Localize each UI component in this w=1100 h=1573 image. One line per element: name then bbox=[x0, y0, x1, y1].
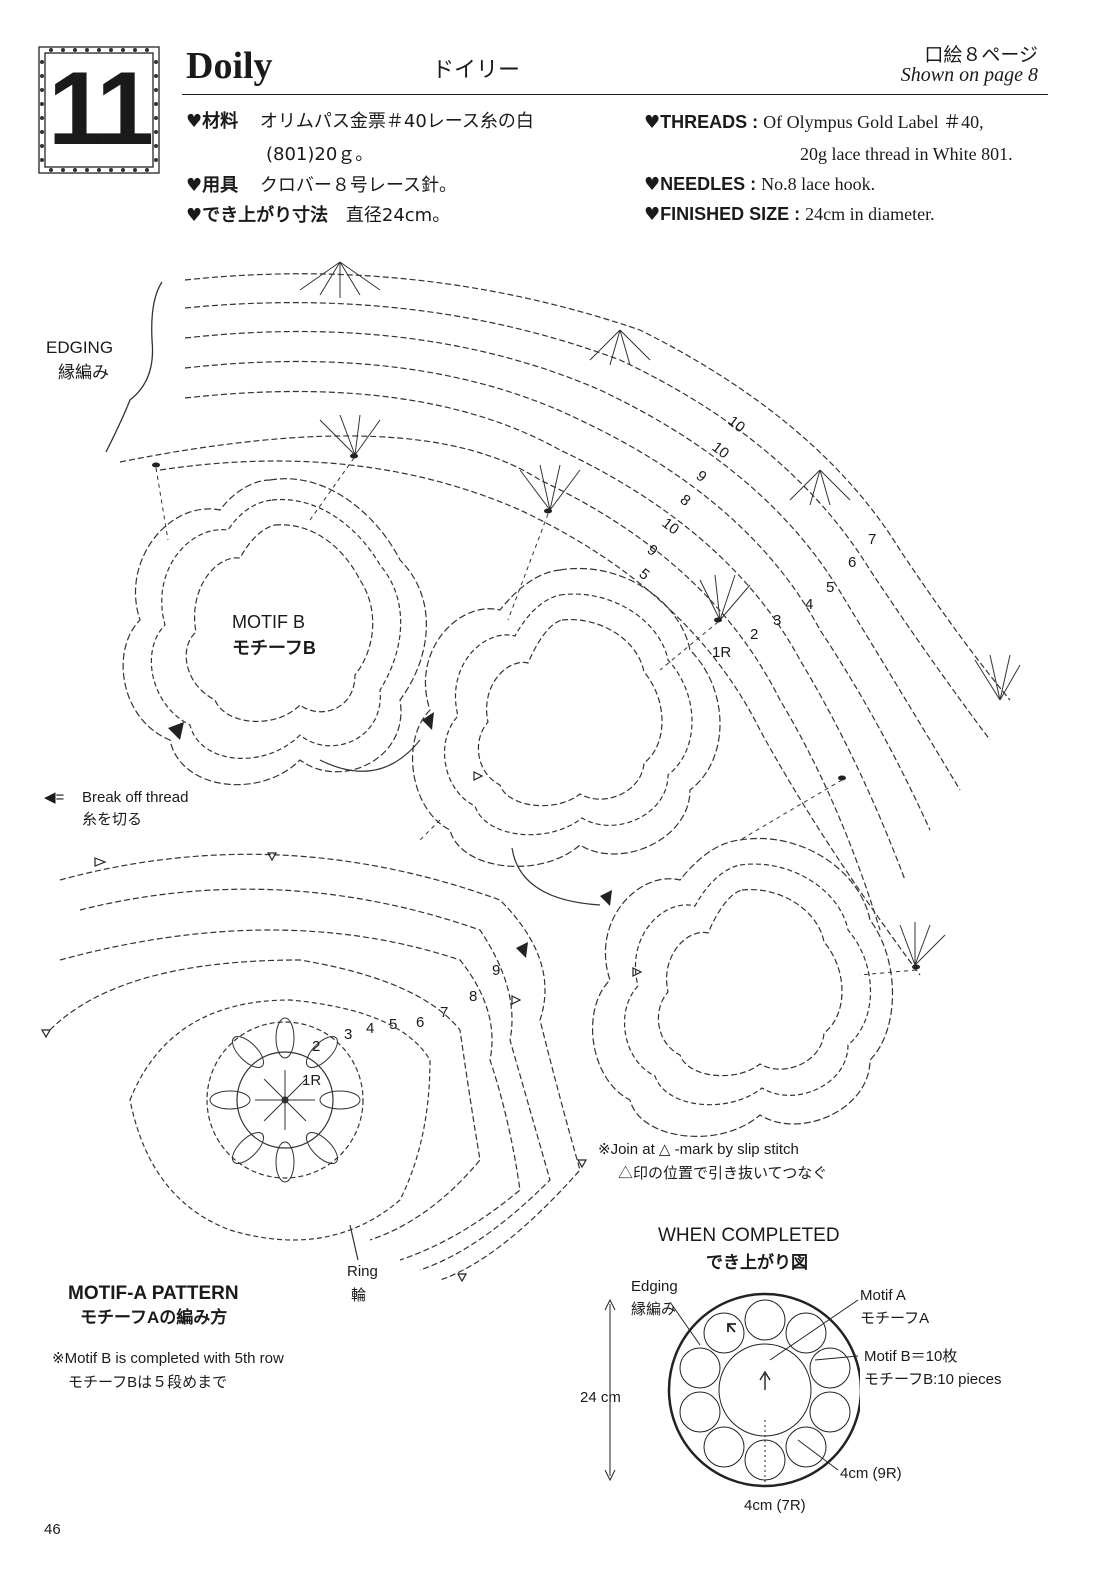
break-marker bbox=[422, 712, 434, 730]
ring-label-jp: 輪 bbox=[351, 1287, 367, 1304]
motif-a-row-label: 5 bbox=[389, 1016, 398, 1033]
edging-bracket bbox=[105, 281, 163, 453]
edging-row-label: 7 bbox=[868, 531, 877, 548]
motif-a-row-label: 2 bbox=[312, 1038, 321, 1055]
materials-needles-jp: ♥用具 クロバー８号レース針。 bbox=[186, 175, 457, 196]
heart-icon: ♥ bbox=[644, 112, 661, 133]
break-marker bbox=[600, 890, 612, 906]
motif-b-label-en: MOTIF B bbox=[232, 612, 305, 632]
edging-fans bbox=[299, 261, 1021, 966]
join-marker bbox=[473, 771, 484, 781]
materials-threads-en-cont: 20g lace thread in White 801. bbox=[800, 144, 1013, 164]
join-marker bbox=[94, 857, 107, 867]
join-marker bbox=[40, 1029, 52, 1039]
motif-b-top bbox=[122, 478, 427, 786]
heart-icon: ♥ bbox=[186, 205, 203, 226]
completed-diagram bbox=[604, 1292, 860, 1488]
motif-a-row-label: 1R bbox=[302, 1072, 322, 1089]
motif-a-row-label: 4 bbox=[366, 1020, 375, 1037]
materials-size-en: ♥FINISHED SIZE : 24cm in diameter. bbox=[644, 204, 935, 225]
motif-a-row-label: 8 bbox=[469, 988, 478, 1005]
motif-a-row-label: 9 bbox=[492, 962, 501, 979]
break-marker bbox=[516, 942, 528, 958]
edging-band bbox=[119, 273, 1011, 976]
join-marker bbox=[576, 1159, 588, 1169]
completed-motif-b-en: モチーフB:10 pieces bbox=[864, 1371, 1002, 1388]
completed-width-7r: 4cm (7R) bbox=[744, 1497, 806, 1514]
completed-motif-b-count: Motif B＝10枚 bbox=[864, 1348, 958, 1365]
edging-row-label: 5 bbox=[826, 579, 835, 596]
motif-a-title-jp: モチーフAの編み方 bbox=[80, 1308, 228, 1327]
materials-size-jp: ♥でき上がり寸法 直径24cm。 bbox=[186, 205, 451, 226]
join-note-en: ※Join at △ -mark by slip stitch bbox=[598, 1141, 799, 1158]
completed-diameter: 24 cm bbox=[580, 1389, 621, 1406]
join-marker bbox=[632, 967, 643, 977]
completed-title-en: WHEN COMPLETED bbox=[658, 1225, 840, 1246]
break-label-en: Break off thread bbox=[82, 789, 189, 806]
motif-b-lower bbox=[591, 838, 893, 1137]
edging-row-label: 1R bbox=[712, 644, 732, 661]
materials-threads-en: ♥THREADS : Of Olympus Gold Label ＃40, bbox=[644, 112, 984, 133]
edging-row-label: 3 bbox=[773, 612, 782, 629]
join-marker bbox=[456, 1273, 468, 1283]
page-number: 46 bbox=[44, 1521, 61, 1538]
motif-a-row-label: 7 bbox=[440, 1004, 449, 1021]
completed-width-9r: 4cm (9R) bbox=[840, 1465, 902, 1482]
join-note-jp: △印の位置で引き抜いてつなぐ bbox=[618, 1165, 828, 1182]
heart-icon: ♥ bbox=[186, 111, 203, 132]
title-japanese: ドイリー bbox=[432, 58, 521, 83]
completed-edging-en: Edging bbox=[631, 1278, 678, 1295]
join-marker bbox=[266, 852, 278, 862]
motif-a-petals bbox=[209, 1017, 361, 1183]
heart-icon: ♥ bbox=[186, 175, 203, 196]
page-reference-english: Shown on page 8 bbox=[900, 64, 1038, 86]
break-label-jp: 糸を切る bbox=[82, 811, 143, 828]
edging-row-label: 6 bbox=[848, 554, 857, 571]
motif-b-note-en: ※Motif B is completed with 5th row bbox=[52, 1350, 284, 1367]
pattern-number-frame bbox=[36, 44, 162, 176]
motif-b-label-jp: モチーフB bbox=[232, 638, 316, 658]
materials-threads-jp: ♥材料 オリムパス金票＃40レース糸の白 bbox=[186, 111, 534, 132]
completed-edging-jp: 縁編み bbox=[631, 1301, 677, 1318]
page-reference-japanese: 口絵８ページ bbox=[924, 44, 1038, 66]
edging-label-jp: 縁編み bbox=[58, 363, 109, 382]
motif-a-row-label: 6 bbox=[416, 1014, 425, 1031]
heart-icon: ♥ bbox=[644, 204, 661, 225]
ring-label-en: Ring bbox=[347, 1263, 378, 1280]
motif-a-row-label: 3 bbox=[344, 1026, 353, 1043]
motif-a-title-en: MOTIF-A PATTERN bbox=[68, 1283, 239, 1304]
heart-icon: ♥ bbox=[644, 174, 661, 195]
materials-threads-jp-cont: (801)20ｇ。 bbox=[266, 144, 374, 165]
completed-motif-a-jp: モチーフA bbox=[860, 1310, 930, 1327]
materials-needles-en: ♥NEEDLES : No.8 lace hook. bbox=[644, 174, 876, 195]
completed-motif-a-en: Motif A bbox=[860, 1287, 906, 1304]
header-divider bbox=[182, 94, 1048, 95]
edging-row-label: 4 bbox=[805, 596, 814, 613]
title-english: Doily bbox=[186, 45, 273, 87]
pattern-number: 11 bbox=[48, 51, 154, 167]
motif-b-note-jp: モチーフBは５段めまで bbox=[68, 1374, 228, 1391]
break-marker bbox=[168, 722, 184, 740]
edging-row-label: 2 bbox=[750, 626, 759, 643]
join-marker bbox=[511, 995, 522, 1005]
break-symbol: ◀= bbox=[44, 789, 65, 806]
completed-title-jp: でき上がり図 bbox=[706, 1253, 808, 1272]
motif-b-middle bbox=[411, 568, 721, 867]
edging-label-en: EDGING bbox=[46, 338, 114, 357]
